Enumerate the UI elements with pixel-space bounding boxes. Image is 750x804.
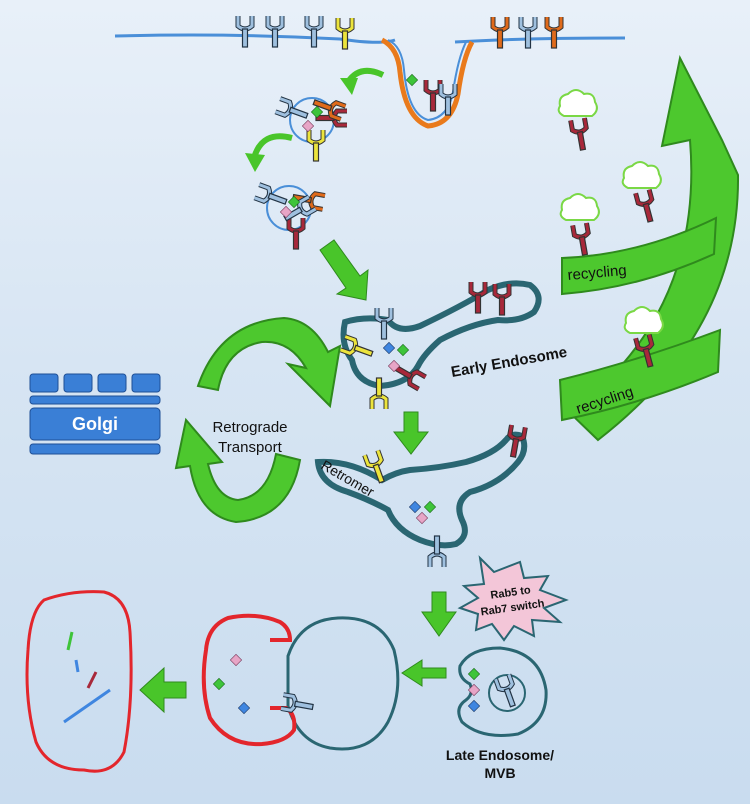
recycling-band-lower <box>558 328 722 422</box>
plasma-membrane-right <box>454 36 626 44</box>
lysosome <box>25 590 133 773</box>
rab-label-1: Rab5 to <box>490 584 532 602</box>
late-endosome-label-2: MVB <box>484 765 515 781</box>
early-endosome-label: Early Endosome <box>450 344 569 381</box>
late-endosome-mvb <box>457 646 548 737</box>
curved-arrow-2 <box>251 133 293 159</box>
fusing-late-endosome <box>286 616 400 751</box>
intraluminal-vesicle <box>488 674 526 712</box>
fragment-blue-1 <box>74 659 80 673</box>
retrograde-label-2: Transport <box>218 439 282 456</box>
recycling-band-upper <box>561 216 718 296</box>
retrograde-label-1: Retrograde <box>212 419 287 436</box>
golgi-label: Golgi <box>72 414 118 434</box>
fusing-lysosome <box>201 613 297 747</box>
fragment-blue-2 <box>63 688 111 724</box>
retrograde-arrow-bottom <box>174 417 302 524</box>
fragment-green <box>66 631 74 651</box>
sorting-endosome <box>314 431 528 549</box>
clathrin-coated-pit <box>380 37 475 129</box>
fragment-red <box>86 671 98 689</box>
golgi-stack <box>29 373 161 455</box>
arrow-to-early-endosome <box>319 239 369 301</box>
arrow-down-1 <box>392 411 430 455</box>
recycling-label-1: recycling <box>567 262 627 284</box>
retrograde-arrow-top <box>196 316 342 409</box>
arrow-left-2 <box>139 666 187 714</box>
arrow-left-1 <box>401 659 447 687</box>
late-endosome-label-1: Late Endosome/ <box>446 747 554 763</box>
plasma-membrane <box>114 33 396 44</box>
arrow-down-2 <box>421 591 457 637</box>
rab-switch-starburst <box>457 555 569 642</box>
